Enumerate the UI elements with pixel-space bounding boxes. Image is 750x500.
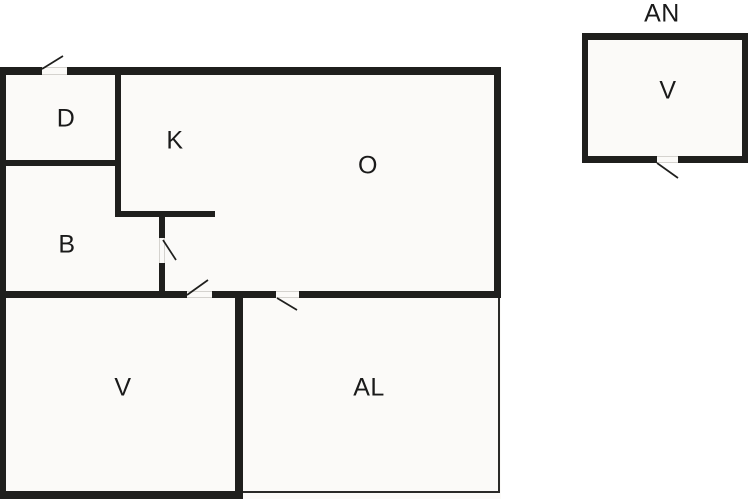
- wall-annex-right: [742, 33, 748, 163]
- wall-annex-top: [582, 33, 748, 40]
- wall-kitchen-left: [115, 75, 121, 217]
- al-edge-bottom: [243, 491, 500, 493]
- door-opening-d: [42, 67, 67, 75]
- annex-title-label: AN: [644, 0, 680, 28]
- wall-annex-left: [582, 33, 588, 163]
- wall-o-bottom: [299, 291, 501, 298]
- door-opening-v: [187, 291, 212, 298]
- door-opening-b: [159, 238, 165, 263]
- wall-main-bottom: [0, 491, 243, 499]
- wall-main-right: [494, 67, 501, 298]
- wall-hall-upper-stub: [159, 217, 165, 238]
- annex-room-label-v: V: [659, 76, 677, 105]
- wall-between-v-and-al: [235, 291, 243, 499]
- al-edge-right: [498, 298, 500, 492]
- wall-annex-bottom-left: [582, 156, 657, 163]
- room-label-b: B: [58, 230, 76, 259]
- wall-between-b-and-v: [0, 291, 187, 298]
- room-label-d: D: [56, 104, 76, 133]
- room-label-al: AL: [353, 373, 385, 402]
- door-swing-line-annex: [656, 162, 679, 179]
- main-building-floor: [0, 67, 501, 499]
- wall-annex-bottom-right: [678, 156, 748, 163]
- wall-main-top: [0, 67, 501, 75]
- annex-floor: [582, 33, 748, 163]
- room-label-v: V: [114, 373, 132, 402]
- wall-kitchen-bottom: [115, 211, 215, 217]
- door-opening-annex: [657, 156, 678, 163]
- room-label-o: O: [358, 151, 378, 180]
- wall-main-left: [0, 67, 6, 499]
- room-label-k: K: [166, 126, 184, 155]
- wall-hall-lower-stub: [159, 263, 165, 291]
- wall-between-d-and-b: [0, 160, 121, 166]
- wall-between-hall-and-al: [212, 291, 276, 298]
- door-opening-al: [276, 291, 299, 298]
